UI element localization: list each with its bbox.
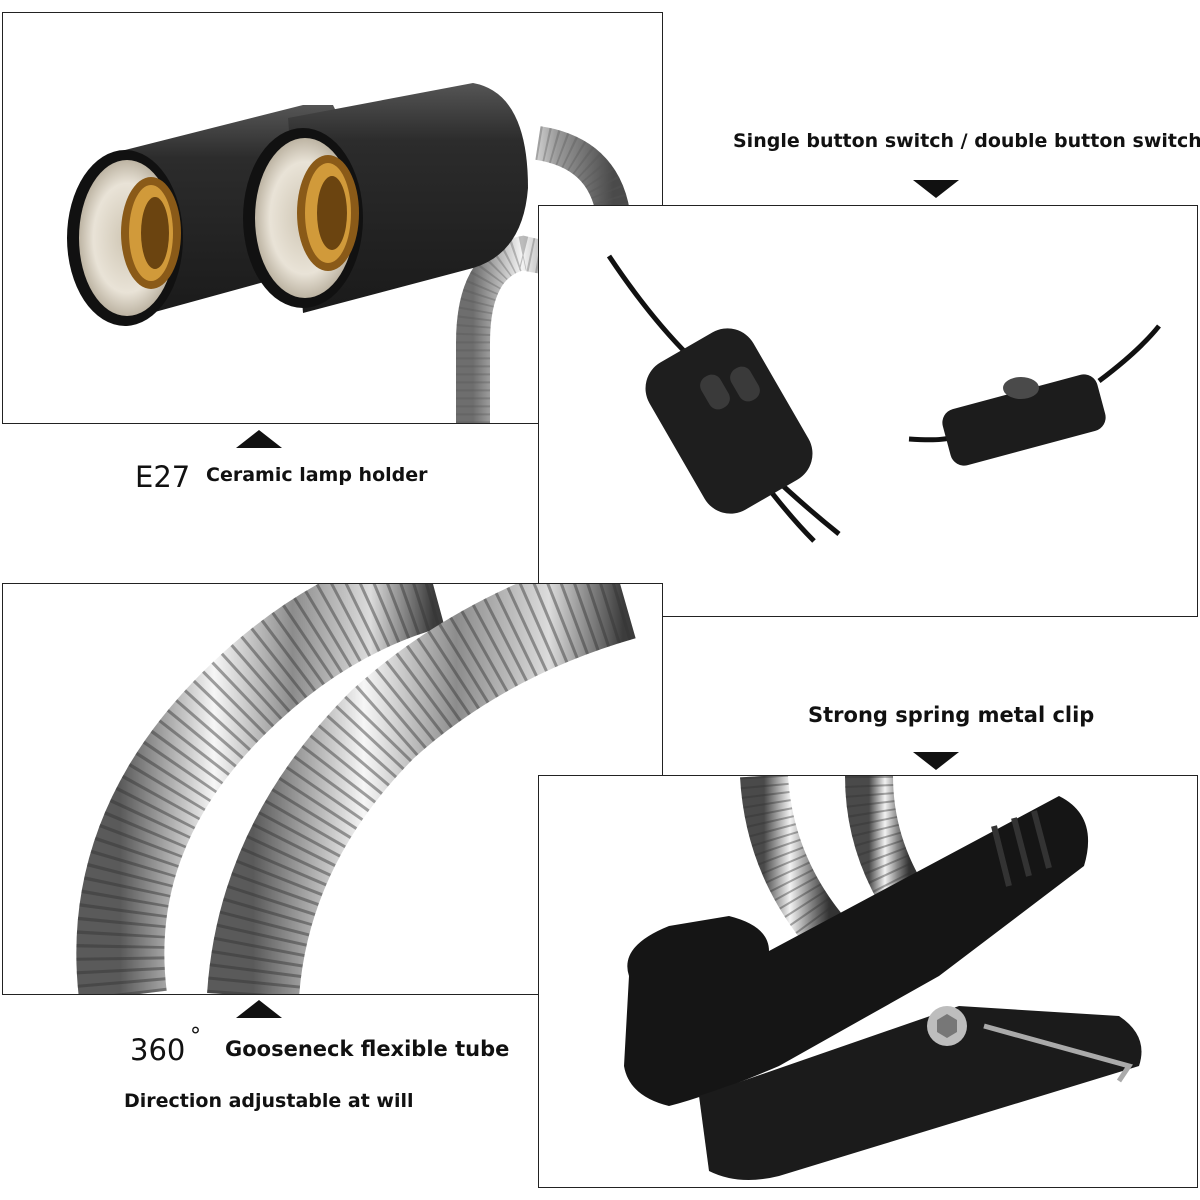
pointer-down-icon — [913, 180, 959, 198]
pointer-down-icon — [913, 752, 959, 770]
pointer-up-icon — [236, 430, 282, 448]
angle-label: 360 — [130, 1033, 186, 1067]
switch-caption: Single button switch / double button swi… — [733, 130, 1200, 152]
gooseneck-image — [76, 584, 636, 994]
gooseneck-subcaption: Direction adjustable at will — [124, 1090, 414, 1112]
lamp-holder-panel — [2, 12, 663, 424]
clip-image — [624, 776, 1142, 1180]
clip-panel — [538, 775, 1198, 1188]
lamp-model-label: E27 — [135, 460, 191, 494]
pointer-up-icon — [236, 1000, 282, 1018]
lamp-holder-caption: Ceramic lamp holder — [206, 464, 428, 486]
degree-symbol: ° — [190, 1024, 201, 1049]
gooseneck-caption: Gooseneck flexible tube — [225, 1037, 510, 1061]
clip-caption: Strong spring metal clip — [808, 703, 1095, 727]
switch-image — [606, 254, 1161, 543]
gooseneck-panel — [2, 583, 663, 995]
lamp-holder-image — [67, 83, 631, 423]
switch-panel — [538, 205, 1198, 617]
